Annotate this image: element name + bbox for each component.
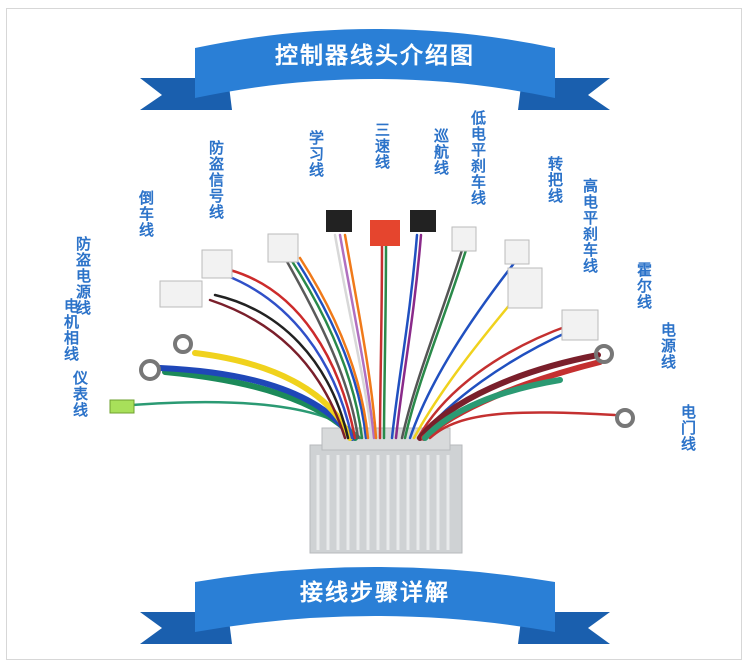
cruise-connector [410, 210, 436, 232]
label-reverse: 倒车线 [137, 190, 155, 238]
anti-theft-signal-connector [267, 233, 299, 263]
label-anti-theft-signal: 防盗信号线 [207, 140, 225, 220]
label-anti-theft-power: 防盗电源线 [74, 236, 92, 316]
label-high-brake: 高电平刹车线 [581, 178, 599, 274]
label-power: 电源线 [659, 322, 677, 370]
throttle-connector [504, 239, 530, 265]
label-low-brake: 低电平刹车线 [469, 110, 487, 206]
label-motor-phase: 电机相线 [62, 298, 80, 362]
label-hall: 霍尔线 [635, 262, 653, 310]
anti-theft-power-connector [159, 280, 203, 308]
label-learn: 学习线 [307, 130, 325, 178]
top-banner-ribbon [140, 29, 610, 110]
low-brake-connector [451, 226, 477, 252]
power-ring-terminal-1 [594, 344, 614, 364]
high-brake-connector [507, 267, 543, 309]
door-lock-ring-terminal [615, 408, 635, 428]
bottom-banner-ribbon [140, 567, 610, 644]
reverse-connector [201, 249, 233, 279]
phase-ring-terminal-2 [173, 334, 193, 354]
wire-bundle [118, 233, 617, 441]
section-title: 接线步骤详解 [300, 580, 450, 606]
three-speed-connector [370, 220, 400, 246]
controller-case [309, 427, 463, 554]
label-door-lock: 电门线 [679, 404, 697, 452]
hall-connector [561, 309, 599, 341]
phase-ring-terminal-1 [139, 359, 161, 381]
instrument-connector [109, 399, 135, 414]
image-frame [6, 8, 742, 660]
learn-connector [326, 210, 352, 232]
label-cruise: 巡航线 [432, 128, 450, 176]
page-title: 控制器线头介绍图 [275, 43, 475, 69]
label-three-speed: 三速线 [373, 122, 391, 170]
wire-connectors [109, 210, 635, 428]
label-instrument: 仪表线 [71, 370, 89, 418]
label-throttle: 转把线 [546, 156, 564, 204]
